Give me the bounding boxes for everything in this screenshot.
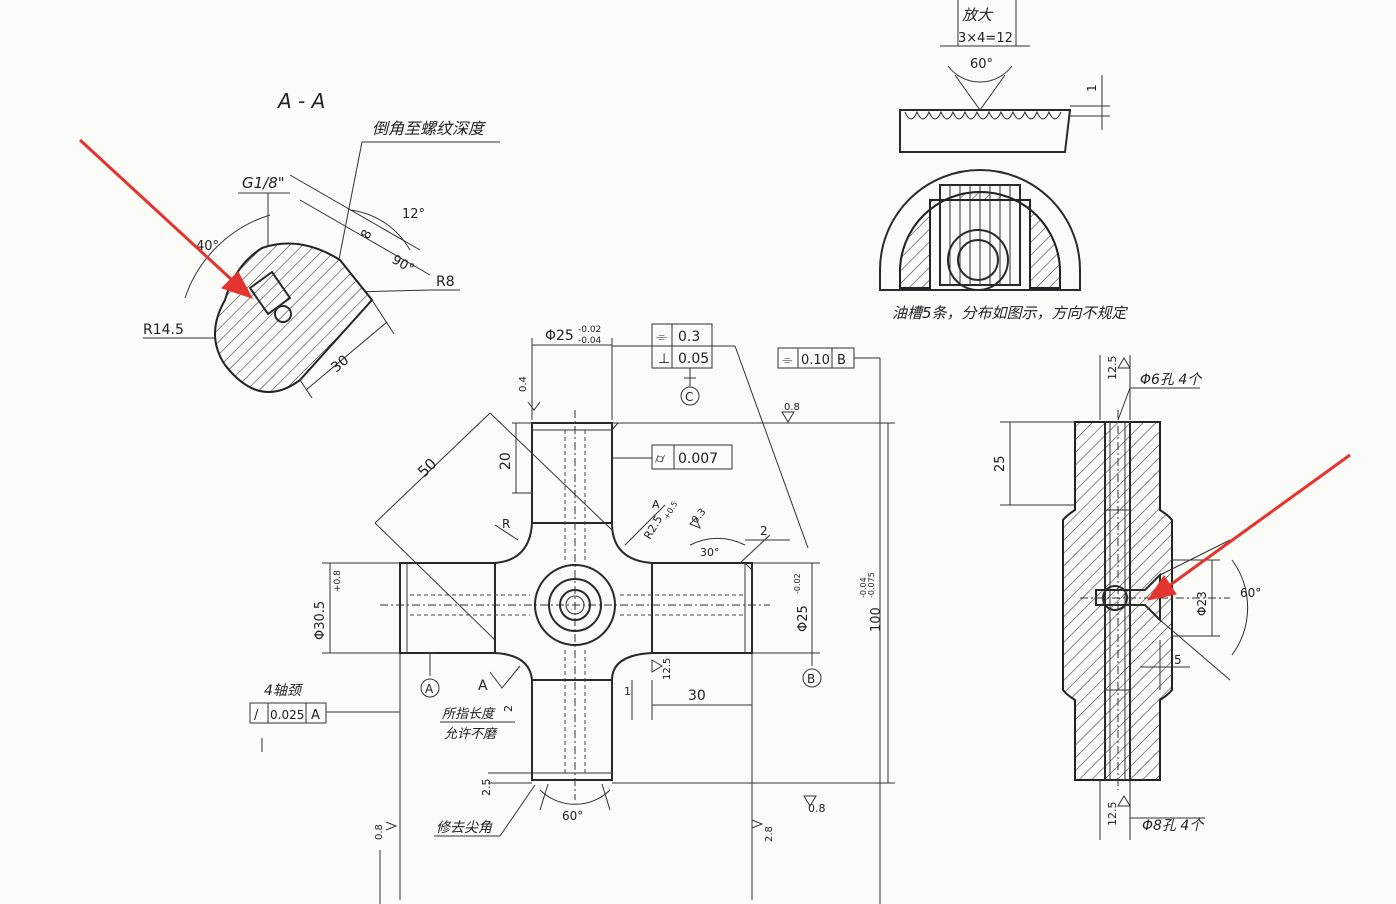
dim-2b-label: 2 bbox=[502, 705, 515, 712]
tolerance-frame-b: ⌯ 0.10 B bbox=[777, 347, 881, 800]
groove-spacing-label: 3×4=12 bbox=[958, 31, 1013, 46]
dim-20-label: 20 bbox=[498, 452, 514, 470]
runout-datum: A bbox=[311, 708, 320, 723]
dim-25-label: 25 bbox=[993, 455, 1008, 472]
surf-08-a: 0.8 bbox=[784, 402, 800, 413]
chamfer-note: 倒角至螺纹深度 bbox=[372, 119, 487, 138]
side-section-view: 12.5 Φ6孔 4个 25 Φ23 60° 5 12.5 bbox=[993, 355, 1261, 840]
datum-c-label: C bbox=[685, 390, 693, 404]
mark-a-label: A bbox=[478, 678, 488, 694]
angle-12-label: 12° bbox=[402, 207, 425, 222]
main-view: Φ25 -0.02 -0.04 0.4 ⌯ ⊥ 0.3 0.05 C ⌯ 0.1… bbox=[249, 323, 895, 900]
hole-bottom-label: Φ8孔 4个 bbox=[1142, 818, 1205, 834]
surf-125-label: 12.5 bbox=[662, 658, 673, 680]
surf-08-c: 0.8 bbox=[808, 802, 826, 815]
angle-60-side: 60° bbox=[1240, 586, 1261, 600]
datum-b-frame: B bbox=[837, 353, 846, 368]
tol-305-label: +0.8 bbox=[333, 570, 343, 592]
svg-text:⌯: ⌯ bbox=[782, 353, 793, 368]
fillet-tol-label: +0.5 bbox=[662, 500, 680, 521]
sym-b-value: 0.10 bbox=[801, 353, 830, 368]
chamfer-03-label: 0.3 bbox=[690, 507, 709, 526]
tol-100-upper: -0.04 bbox=[859, 577, 868, 598]
tol-top-lower: -0.04 bbox=[578, 336, 602, 346]
groove-angle-label: 60° bbox=[970, 57, 993, 72]
journals-label: 4轴颈 bbox=[264, 683, 304, 699]
section-aa-view: A - A 倒角至螺纹深度 G1/8" 40° 12° 90° 8 R8 R14… bbox=[143, 89, 500, 399]
angle-90-label: 90° bbox=[389, 252, 416, 277]
angle-60-label: 60° bbox=[562, 809, 583, 823]
dim-30-section-label: 30 bbox=[328, 352, 352, 376]
radius-r8-label: R8 bbox=[436, 274, 455, 290]
thread-label: G1/8" bbox=[242, 174, 285, 192]
surf-08-b: 0.8 bbox=[374, 824, 385, 840]
section-title: A - A bbox=[276, 89, 325, 113]
note-length: 所指长度 bbox=[442, 707, 496, 722]
datum-b2-label: B bbox=[807, 672, 815, 686]
dim-1-label: 1 bbox=[624, 685, 631, 698]
dim-phi25-right: Φ25 bbox=[796, 605, 811, 632]
red-arrow-right bbox=[1146, 453, 1351, 601]
tolerance-frame-top: ⌯ ⊥ 0.3 0.05 C bbox=[651, 323, 713, 406]
radius-a-label: A bbox=[652, 498, 660, 511]
dim-2-label: 2 bbox=[760, 524, 768, 538]
enlarge-label: 放大 bbox=[962, 6, 994, 24]
red-arrow-left bbox=[78, 138, 254, 299]
angle-30-label: 30° bbox=[700, 546, 720, 559]
sym-value: 0.3 bbox=[678, 329, 700, 345]
dim-125-bottom: 12.5 bbox=[1106, 802, 1119, 827]
surf-04-label: 0.4 bbox=[518, 376, 529, 392]
svg-text:⌭: ⌭ bbox=[655, 451, 665, 467]
runout-value: 0.025 bbox=[270, 708, 304, 722]
note-allowed: 允许不磨 bbox=[444, 726, 498, 742]
r-label: R bbox=[502, 517, 510, 531]
note-sharp: 修去尖角 bbox=[436, 820, 493, 836]
runout-frame: 4轴颈 / 0.025 A bbox=[249, 683, 400, 752]
dim-phi305-label: Φ30.5 bbox=[313, 601, 328, 640]
cyl-value: 0.007 bbox=[678, 451, 718, 467]
tol-top-upper: -0.02 bbox=[578, 325, 601, 335]
tolerance-frame-cyl: ⌭ 0.007 bbox=[612, 444, 733, 470]
hole-top-label: Φ6孔 4个 bbox=[1140, 372, 1203, 388]
dim-2-5-label: 2.5 bbox=[480, 779, 493, 797]
dim-phi23-label: Φ23 bbox=[1195, 591, 1209, 616]
svg-text:/: / bbox=[254, 708, 259, 723]
dim-8-label: 8 bbox=[358, 227, 375, 242]
perp-value: 0.05 bbox=[678, 351, 709, 367]
groove-dim-1-label: 1 bbox=[1085, 84, 1099, 92]
dim-30-main-label: 30 bbox=[688, 688, 706, 704]
dim-phi25-top: Φ25 bbox=[545, 328, 574, 344]
dim-125-top: 12.5 bbox=[1106, 356, 1119, 381]
surf-28-label: 2.8 bbox=[764, 826, 775, 842]
svg-text:⌯: ⌯ bbox=[656, 329, 667, 345]
oil-groove-detail: 放大 3×4=12 60° 1 油槽5条，分布如图示，方向不规定 bbox=[879, 0, 1129, 322]
dim-100-label: 100 bbox=[869, 607, 884, 632]
svg-text:⊥: ⊥ bbox=[658, 351, 670, 367]
radius-r14-label: R14.5 bbox=[143, 322, 184, 338]
fillet-label: R2.5 bbox=[641, 513, 665, 541]
datum-a-label: A bbox=[425, 682, 434, 696]
dim-5-label: 5 bbox=[1174, 653, 1182, 667]
tol-100-lower: -0.075 bbox=[867, 572, 876, 598]
tol-right-label: -0.02 bbox=[793, 573, 802, 594]
groove-note: 油槽5条，分布如图示，方向不规定 bbox=[892, 304, 1129, 322]
dim-50-label: 50 bbox=[414, 455, 440, 481]
